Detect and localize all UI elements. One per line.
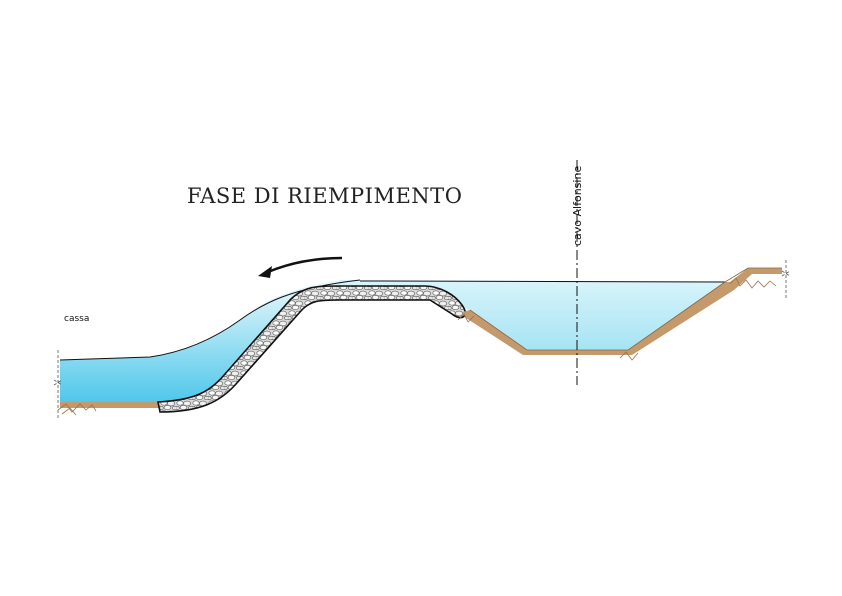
left-ground-soil [60, 402, 160, 408]
cassa-water [60, 280, 340, 405]
channel-bed-line [469, 267, 782, 351]
left-break-mark [53, 350, 63, 420]
right-break-mark [781, 260, 791, 298]
cassa-label: cassa [64, 314, 89, 324]
cavo-alfonsine-label: cavo Alfonsine [571, 166, 584, 246]
embankment-riprap [157, 285, 467, 413]
left-ground-hatch [57, 403, 97, 416]
channel-water [330, 280, 725, 350]
flow-direction-arrow-icon [258, 256, 343, 278]
water-surface-channel [359, 280, 726, 283]
diagram-title: FASE DI RIEMPIMENTO [187, 184, 462, 208]
channel-bed-hatch [457, 277, 777, 361]
